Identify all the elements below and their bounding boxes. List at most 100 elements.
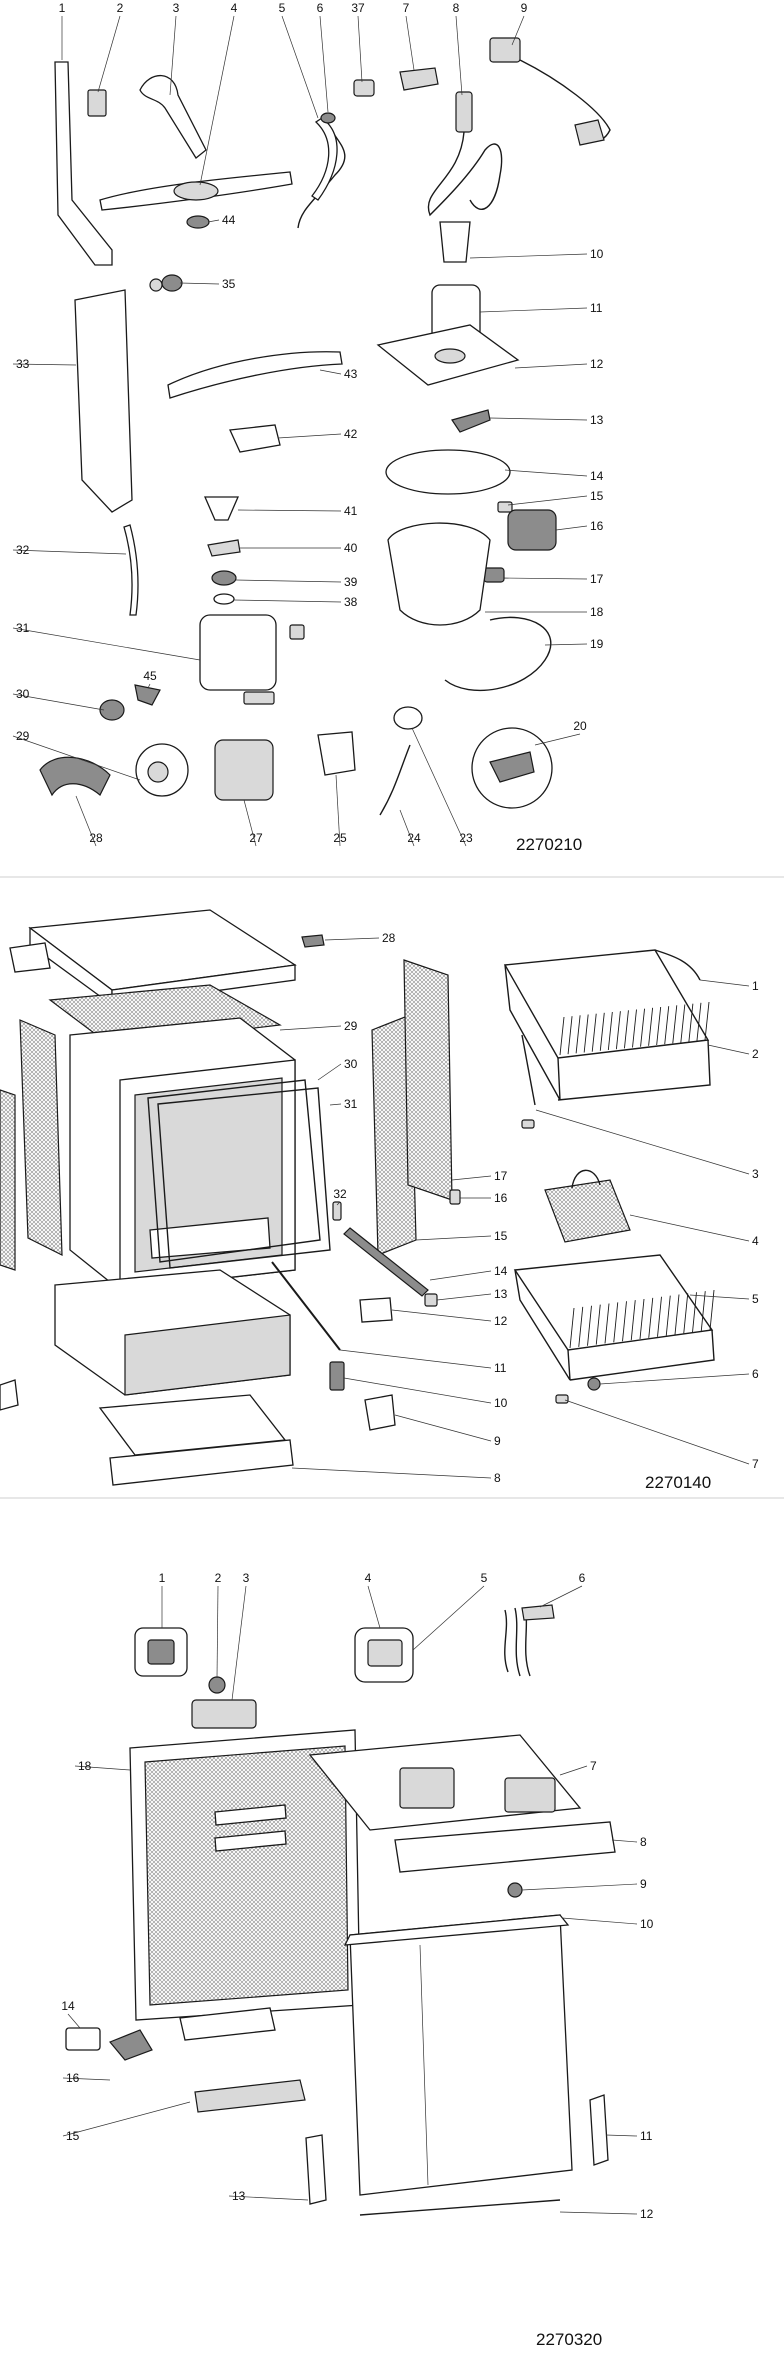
leader-line (511, 15, 525, 46)
part-30-ring (99, 699, 125, 721)
part-10-outer-door (349, 1914, 573, 2196)
part-38-washer (213, 593, 235, 605)
part-31-frame (157, 1087, 331, 1269)
part-callout-label: 3 (243, 1571, 250, 1585)
part-19-drain-hose (444, 616, 552, 692)
part-14-rod (343, 1227, 429, 1297)
part-27-motor (214, 739, 274, 801)
part-8-plinth (109, 1439, 294, 1486)
part-1-lock-core (147, 1639, 175, 1665)
part-10-foot (329, 1361, 345, 1391)
part-callout-label: 10 (590, 247, 604, 261)
part-31-sensor (289, 624, 305, 640)
part-callout-label: 30 (344, 1057, 358, 1071)
part-top-left-pad (9, 942, 51, 973)
leader-line (415, 1235, 492, 1241)
rack-tine (664, 1006, 670, 1045)
part-5-hose (297, 114, 346, 229)
part-callout-label: 32 (16, 543, 30, 557)
leader-line (12, 549, 127, 555)
part-4-cutlery-basket (544, 1179, 631, 1243)
leader-line (336, 1201, 341, 1206)
rack-tine (595, 1304, 601, 1345)
leader-line (559, 2211, 638, 2215)
part-9-knob (507, 1882, 523, 1898)
part-28-elbow (39, 756, 111, 797)
part-callout-label: 5 (481, 1571, 488, 1585)
leader-line (391, 1309, 492, 1322)
part-1-upper-rack (503, 949, 710, 1059)
part-8-inlet-valve (455, 91, 473, 133)
leader-line (317, 1063, 342, 1081)
rack-tine (704, 1001, 710, 1041)
rack-tine (709, 1289, 715, 1331)
part-callout-label: 15 (66, 2129, 80, 2143)
part-callout-label: 37 (351, 1, 365, 15)
leader-line (319, 369, 342, 375)
rack-tine (575, 1015, 581, 1054)
part-32-strip (123, 524, 139, 616)
part-9-connector (489, 37, 521, 63)
rack-tine (559, 1016, 565, 1056)
leader-line (207, 219, 220, 223)
rack-tine (672, 1005, 678, 1044)
part-33-side-panel (74, 289, 133, 513)
rack-tine (615, 1011, 621, 1050)
part-5-lower-rack (513, 1254, 714, 1351)
part-7-upper-stopper (521, 1119, 535, 1129)
leader-line (436, 1293, 492, 1301)
leader-line (534, 733, 581, 746)
rack-tine (683, 1293, 689, 1334)
part-callout-label: 3 (752, 1167, 759, 1181)
part-25-valve (317, 731, 356, 776)
part-callout-label: 14 (494, 1264, 508, 1278)
leader-line (357, 15, 363, 83)
leader-line (169, 15, 177, 96)
part-29-pump-core (147, 761, 169, 783)
part-13-hinge (305, 2134, 327, 2205)
part-17-clamp (483, 567, 505, 583)
part-7-board-right (504, 1777, 556, 1813)
rack-tine (648, 1297, 654, 1338)
leader-line (179, 282, 220, 285)
leader-line (394, 1414, 492, 1442)
leader-line (228, 2195, 309, 2201)
part-callout-label: 33 (16, 357, 30, 371)
leader-lines-3 (62, 1585, 638, 2215)
leader-line (279, 1025, 342, 1031)
rack-tine (692, 1292, 697, 1333)
part-callout-label: 4 (752, 1234, 759, 1248)
part-callout-label: 10 (640, 1917, 654, 1931)
part-14-seal (385, 449, 511, 495)
leader-line (216, 1585, 219, 1679)
part-16-arrow-part (109, 2029, 153, 2061)
part-1-rack-handle (654, 949, 701, 981)
leader-line (343, 1377, 492, 1404)
part-callout-label: 24 (407, 831, 421, 845)
leader-line (237, 509, 342, 512)
part-callout-label: 17 (590, 572, 604, 586)
rack-tine (569, 1307, 575, 1349)
part-4-basket-handle (571, 1169, 601, 1189)
rack-tine (607, 1011, 613, 1051)
rack-tine (696, 1002, 702, 1041)
rack-tine (632, 1009, 637, 1048)
part-23-cap (393, 706, 423, 730)
leader-lines-2 (279, 937, 750, 1479)
part-callout-label: 7 (590, 1759, 597, 1773)
leader-line (233, 599, 342, 603)
part-callout-label: 15 (494, 1229, 508, 1243)
part-30-seal (147, 1079, 321, 1263)
part-callout-label: 38 (344, 595, 358, 609)
leader-line (469, 253, 588, 259)
part-callout-label: 11 (494, 1361, 507, 1375)
leader-line (504, 469, 588, 477)
part-callout-label: 25 (333, 831, 347, 845)
leader-line (339, 1349, 492, 1369)
part-6-connector (521, 1604, 555, 1621)
leader-line (503, 577, 588, 580)
